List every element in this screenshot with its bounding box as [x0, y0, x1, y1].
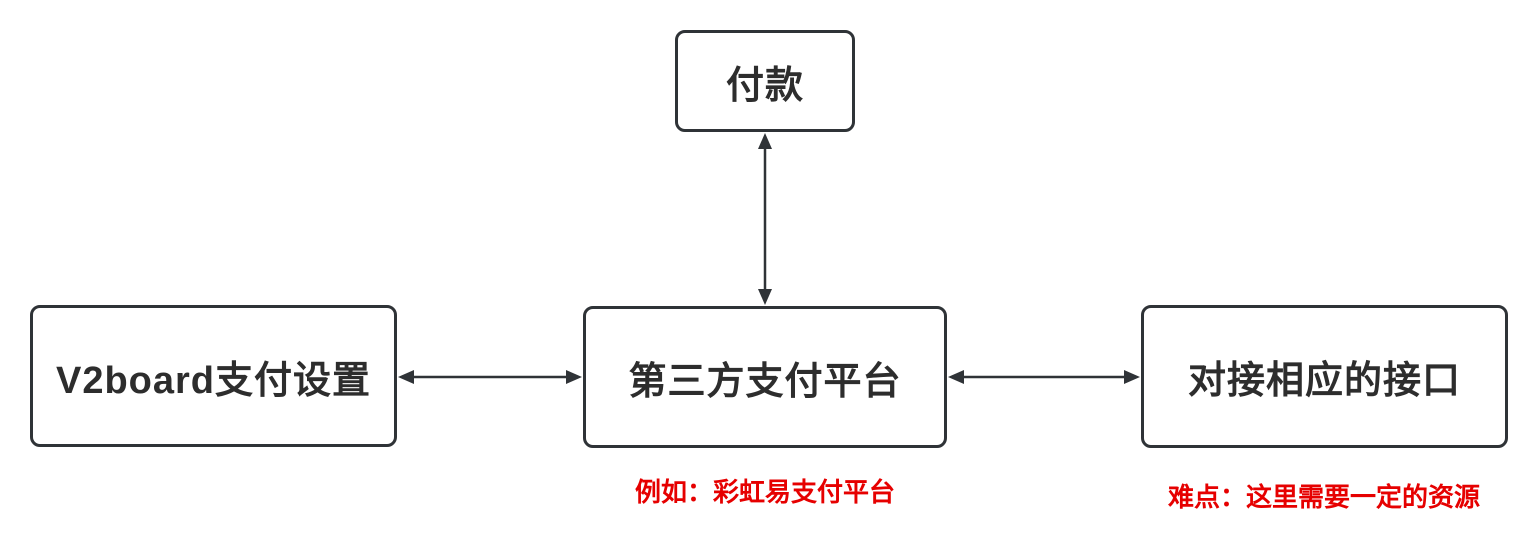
double-arrow-payment-platform-icon [758, 133, 772, 305]
node-payment[interactable]: 付款 [675, 30, 855, 132]
node-third-party-platform-label: 第三方支付平台 [628, 360, 902, 403]
double-arrow-v2board-platform-icon [398, 370, 582, 384]
double-arrow-platform-interface-icon [948, 370, 1140, 384]
interface-difficulty-note: 难点：这里需要一定的资源 [1167, 482, 1481, 512]
platform-example-note: 例如：彩虹易支付平台 [634, 477, 896, 507]
node-v2board-settings[interactable]: V2board支付设置 [30, 305, 397, 447]
node-v2board-settings-label: V2board支付设置 [55, 359, 372, 402]
node-payment-label: 付款 [725, 64, 804, 107]
node-interface-integration-label: 对接相应的接口 [1187, 360, 1461, 402]
node-interface-integration[interactable]: 对接相应的接口 [1141, 305, 1508, 448]
node-third-party-platform[interactable]: 第三方支付平台 [583, 306, 947, 448]
